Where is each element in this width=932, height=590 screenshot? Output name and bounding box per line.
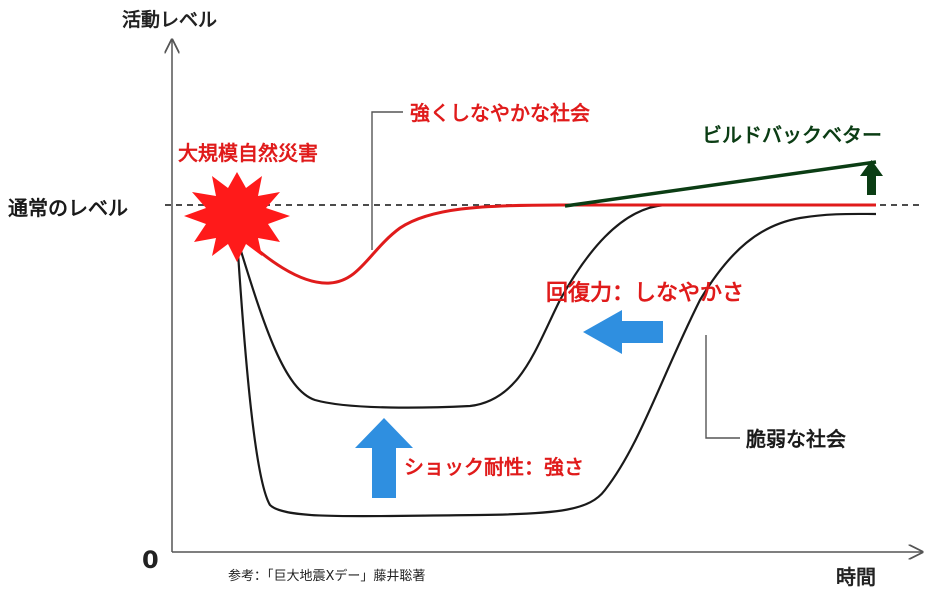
x-axis-label: 時間 xyxy=(836,565,876,589)
recovery-label: 回復力：しなやかさ xyxy=(546,280,744,306)
resilient-society-curve xyxy=(235,203,876,285)
resilient-society-leader xyxy=(371,111,403,250)
origin-label: 0 xyxy=(142,546,159,574)
disaster-burst-icon xyxy=(184,172,290,262)
fragile-society-leader xyxy=(705,335,740,439)
source-note: 参考：「巨大地震Xデー」藤井聡著 xyxy=(228,568,425,584)
blue-up-arrow-icon xyxy=(355,418,413,498)
build-back-better-line xyxy=(564,160,877,208)
resilient-society-label: 強くしなやかな社会 xyxy=(410,101,590,125)
fragile-society-label: 脆弱な社会 xyxy=(746,427,846,451)
fragile-society-curve xyxy=(235,212,877,518)
y-axis-label: 活動レベル xyxy=(122,8,217,31)
left-arrow-icon xyxy=(583,310,663,354)
disaster-label: 大規模自然災害 xyxy=(178,141,318,165)
build-back-better-label: ビルドバックベター xyxy=(702,123,882,147)
normal-level-label: 通常のレベル xyxy=(8,196,128,220)
up-arrow-icon xyxy=(860,160,883,195)
shock-resistance-label: ショック耐性：強さ xyxy=(404,455,584,479)
moderate-drop-curve xyxy=(235,203,760,409)
